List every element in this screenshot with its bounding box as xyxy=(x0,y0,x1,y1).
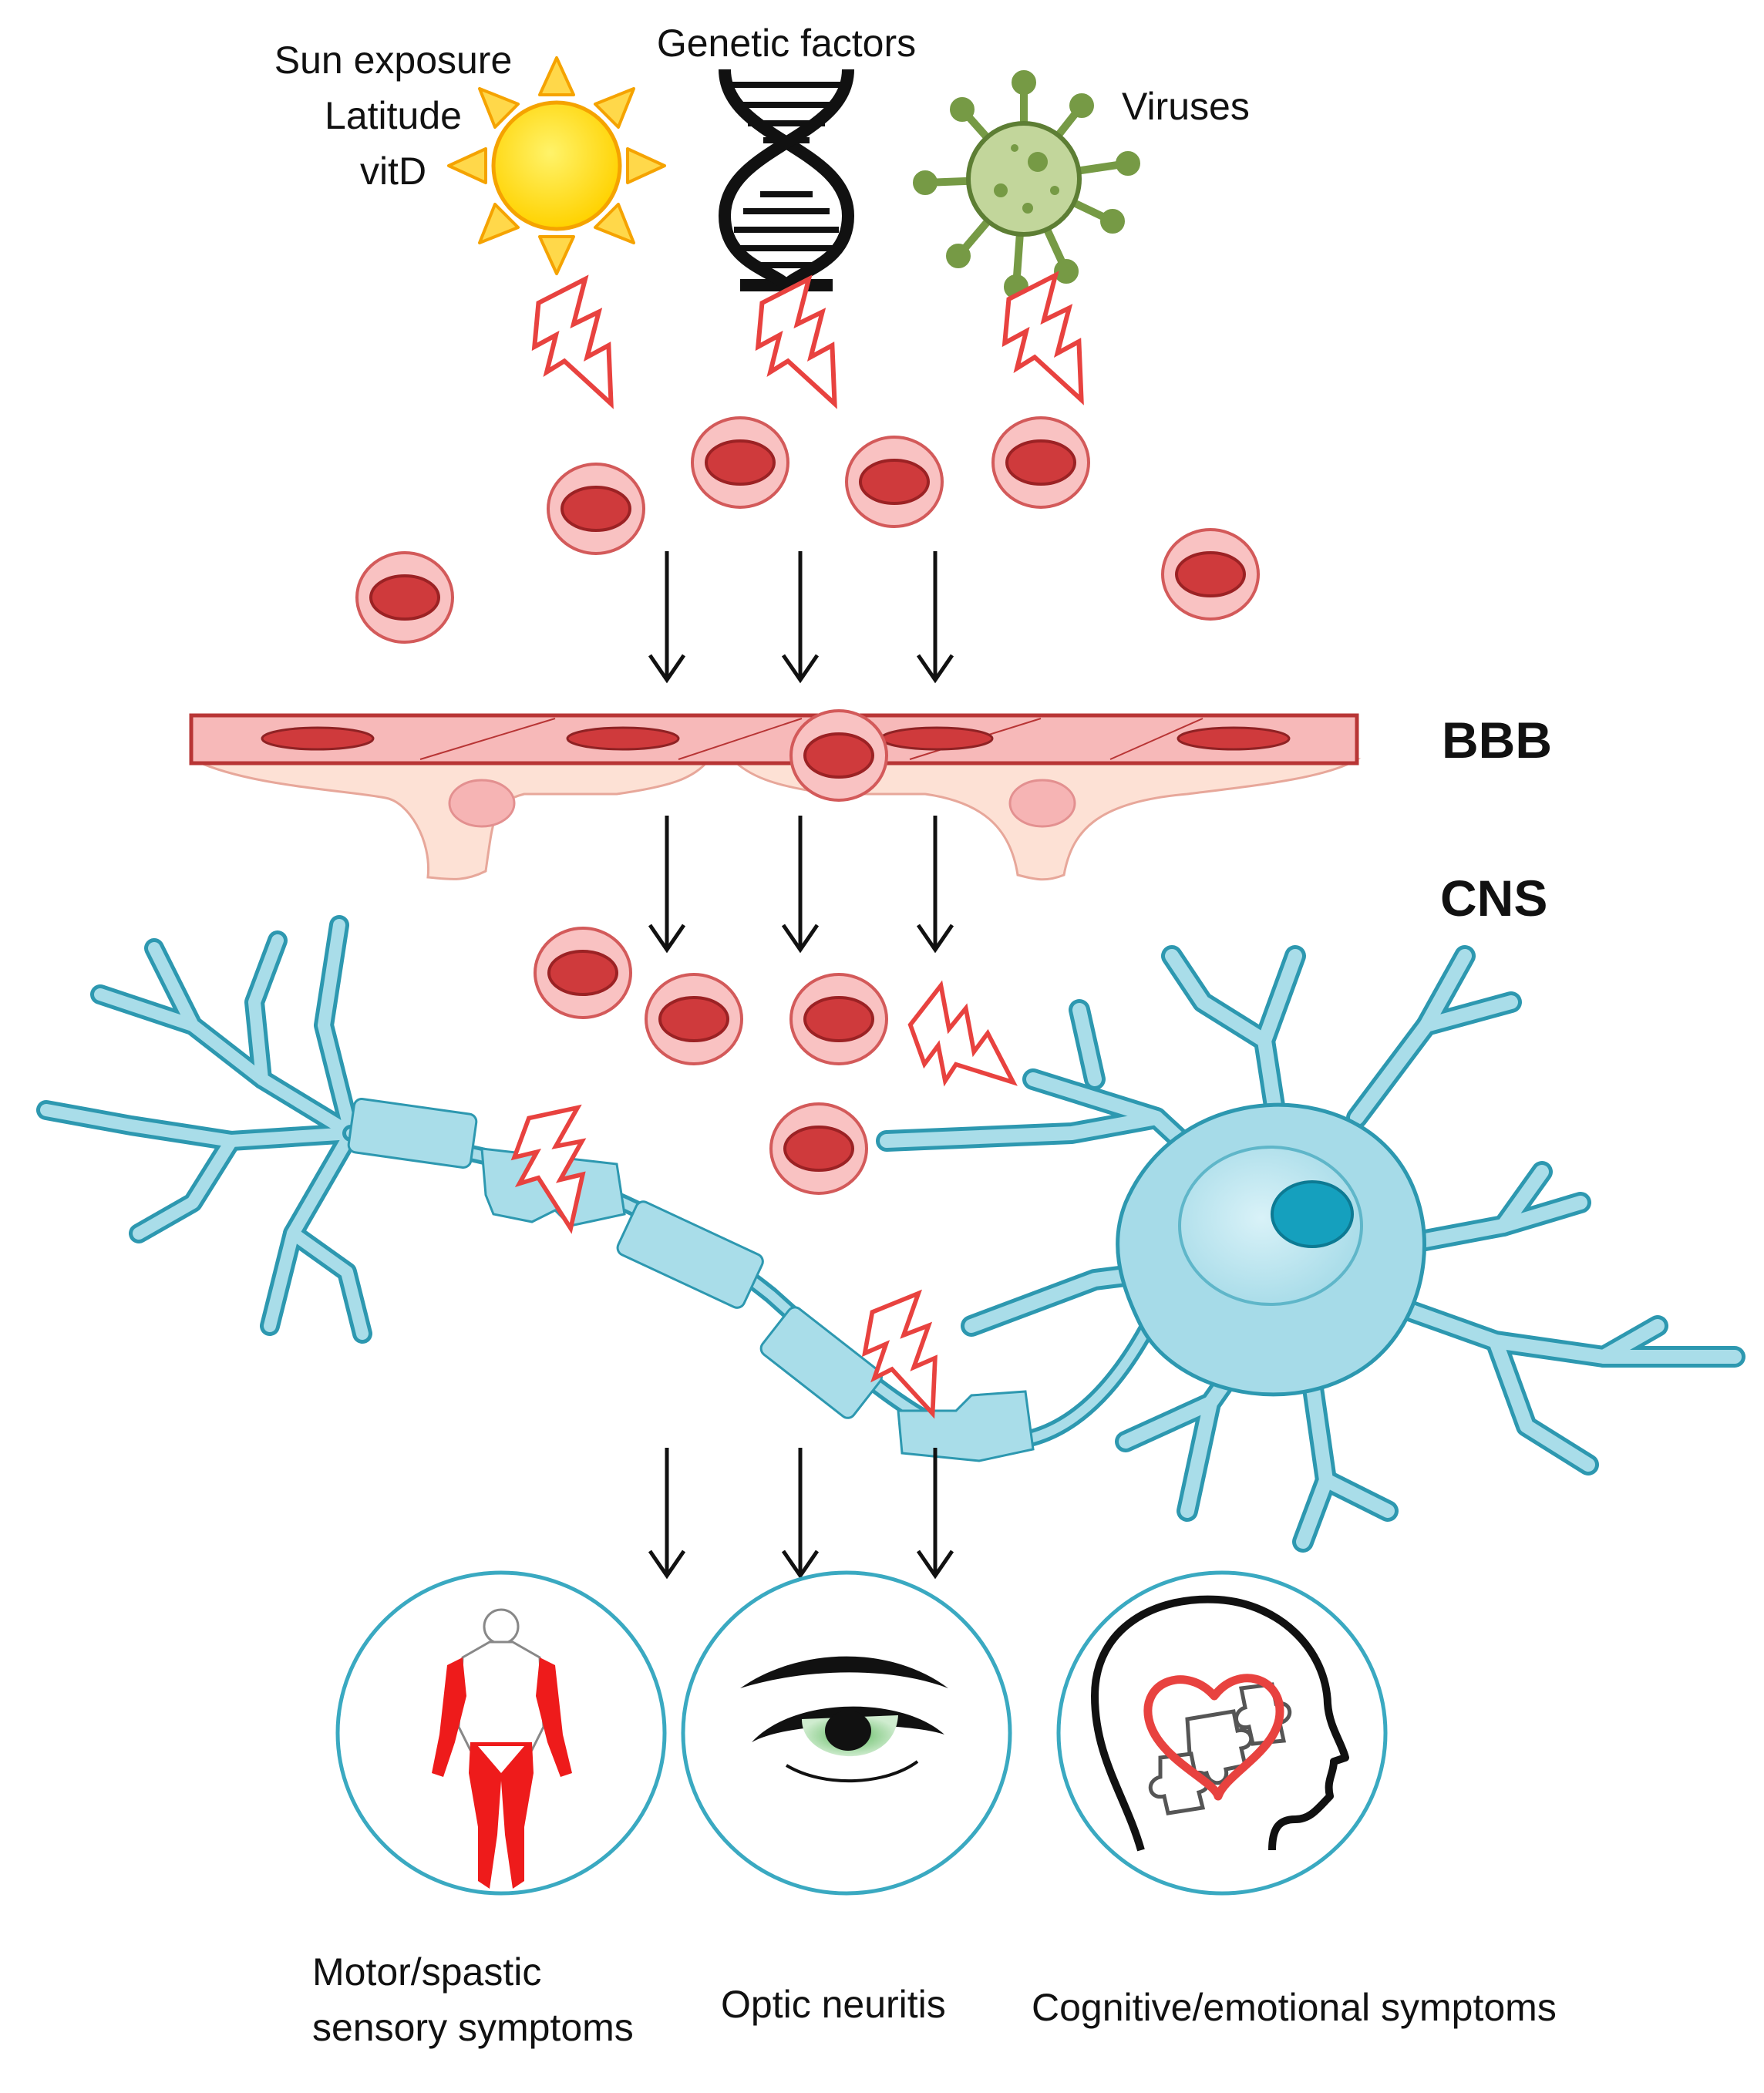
virus-factor-label: Viruses xyxy=(1122,85,1250,128)
immune-cell xyxy=(547,463,645,555)
genetic-factor-label: Genetic factors xyxy=(656,22,917,65)
arrows-to-barrier xyxy=(648,551,954,684)
bbb-label: BBB xyxy=(1442,712,1552,769)
lightning-bolt-icon xyxy=(748,277,842,415)
sun-factor-line-1: Sun exposure xyxy=(274,39,513,82)
immune-cell xyxy=(1161,528,1260,621)
immune-cell xyxy=(534,927,632,1019)
sun-factor-line-3: vitD xyxy=(359,150,427,193)
blood-brain-barrier xyxy=(189,709,1362,881)
immune-cell xyxy=(789,973,888,1065)
immune-cell xyxy=(645,973,743,1065)
motor-symptoms-label: Motor/spastic sensory symptoms xyxy=(312,1944,634,2055)
arrows-into-cns xyxy=(648,816,954,954)
head-heart-icon xyxy=(1091,1595,1349,1852)
immune-cell xyxy=(769,1102,868,1195)
immune-cell xyxy=(691,416,789,509)
motor-symptoms-line-1: Motor/spastic xyxy=(312,1950,542,1994)
dna-icon xyxy=(718,69,855,291)
body-icon xyxy=(432,1608,572,1889)
eye-icon xyxy=(740,1656,948,1783)
cognitive-symptoms-label: Cognitive/emotional symptoms xyxy=(1032,1986,1557,2029)
cns-label: CNS xyxy=(1440,870,1548,927)
virus-icon xyxy=(913,70,1140,299)
lightning-bolt-icon xyxy=(524,277,618,415)
sun-icon xyxy=(447,56,666,275)
immune-cell xyxy=(991,416,1090,509)
immune-cell xyxy=(789,709,888,802)
symptom-circle-optic xyxy=(681,1570,1012,1896)
symptom-circle-motor xyxy=(335,1570,667,1896)
sun-factor-label: Sun exposure Latitude vitD xyxy=(254,32,532,199)
optic-neuritis-label: Optic neuritis xyxy=(721,1983,946,2026)
motor-symptoms-line-2: sensory symptoms xyxy=(312,2006,634,2049)
immune-cell xyxy=(355,551,454,644)
neuron xyxy=(36,915,1745,1553)
arrows-to-symptoms xyxy=(648,1448,954,1580)
sun-factor-line-2: Latitude xyxy=(325,94,462,137)
symptom-circle-cognitive xyxy=(1056,1570,1388,1896)
immune-cell xyxy=(845,436,944,528)
lightning-bolt-icon xyxy=(893,979,1019,1118)
